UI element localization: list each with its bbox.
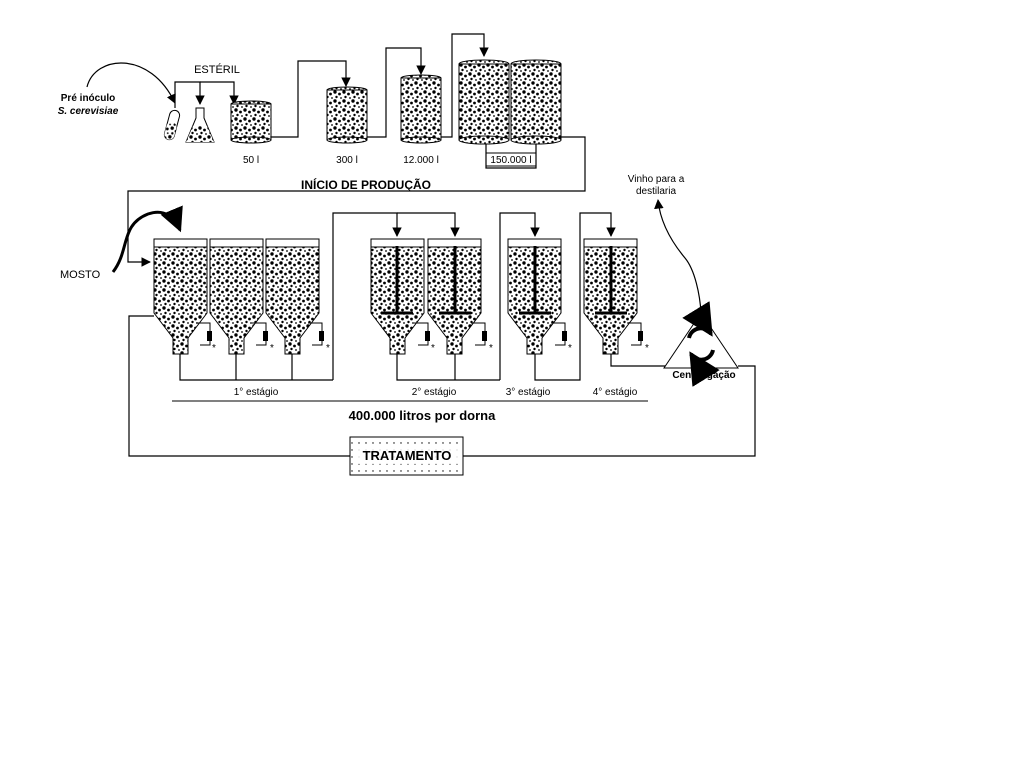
organism-label: S. cerevisiae <box>58 106 119 117</box>
seed-tank-150000-a <box>458 59 510 145</box>
cooler-blocks <box>207 331 643 341</box>
line-12000-to-150000 <box>441 33 489 138</box>
seed-tank-50 <box>230 100 272 144</box>
test-tube-icon <box>163 109 181 141</box>
flask-link-line <box>174 81 205 108</box>
star-mark: * <box>326 343 330 354</box>
cooling-loops <box>196 322 642 346</box>
flask-to-50l-line <box>200 81 239 105</box>
seed-tank-label: 50 l <box>243 155 259 166</box>
star-mark: * <box>212 343 216 354</box>
stage4-to-centrifuge-line <box>610 354 680 367</box>
inicio-producao-label: INÍCIO DE PRODUÇÃO <box>301 177 431 192</box>
fermenter-stage3 <box>507 238 562 355</box>
seed-tank-label: 300 l <box>336 155 358 166</box>
erlenmeyer-flask-icon <box>185 107 215 143</box>
stage2-collector-line <box>396 354 500 381</box>
mosto-arrow <box>111 205 183 273</box>
fermenter-stage1-b <box>209 238 264 355</box>
centrifugacao-label: Centifugação <box>672 370 735 381</box>
stage2-internal-line <box>397 212 460 237</box>
seed-tank-150000-b <box>510 59 562 145</box>
pre-inoculo-arrow <box>86 62 176 104</box>
line-300-to-12000 <box>367 47 426 138</box>
star-mark: * <box>645 343 649 354</box>
line-50-to-300 <box>271 60 351 138</box>
vinho-label-line2: destilaria <box>636 186 676 197</box>
fermenter-stage2-b <box>427 238 482 355</box>
fermenter-stage1-a <box>153 238 208 355</box>
stage-label: 3° estágio <box>506 387 551 398</box>
stage-label: 4° estágio <box>593 387 638 398</box>
seed-tank-300 <box>326 86 368 144</box>
seed-tank-label: 150.000 l <box>490 155 531 166</box>
vinho-label-line1: Vinho para a <box>628 174 685 185</box>
mosto-label: MOSTO <box>60 269 101 281</box>
star-mark: * <box>489 343 493 354</box>
stage1-collector-line <box>179 354 333 381</box>
stage3-to-stage4-line <box>534 212 616 381</box>
treatment-recycle-line <box>128 315 756 457</box>
tratamento-label: TRATAMENTO <box>363 448 452 463</box>
fermenter-stage1-c <box>265 238 320 355</box>
stage1-to-stage2-line <box>332 212 402 380</box>
star-mark: * <box>431 343 435 354</box>
stage-label: 1° estágio <box>234 387 279 398</box>
vinho-output-arrow <box>654 199 702 314</box>
centrifuge-icon <box>663 301 739 387</box>
seed-output-line <box>127 136 586 262</box>
star-mark: * <box>568 343 572 354</box>
volume-dorna-label: 400.000 litros por dorna <box>349 408 496 423</box>
fermenter-stage2-a <box>370 238 425 355</box>
seed-tank-12000 <box>400 74 442 144</box>
esteril-label: ESTÉRIL <box>194 63 240 76</box>
star-mark: * <box>270 343 274 354</box>
stage-label: 2° estágio <box>412 387 457 398</box>
fermenter-stage4 <box>583 238 638 355</box>
stage2-to-stage3-line <box>499 212 540 380</box>
seed-tank-label: 12.000 l <box>403 155 439 166</box>
pre-inoculo-label: Pré inóculo <box>61 93 115 104</box>
